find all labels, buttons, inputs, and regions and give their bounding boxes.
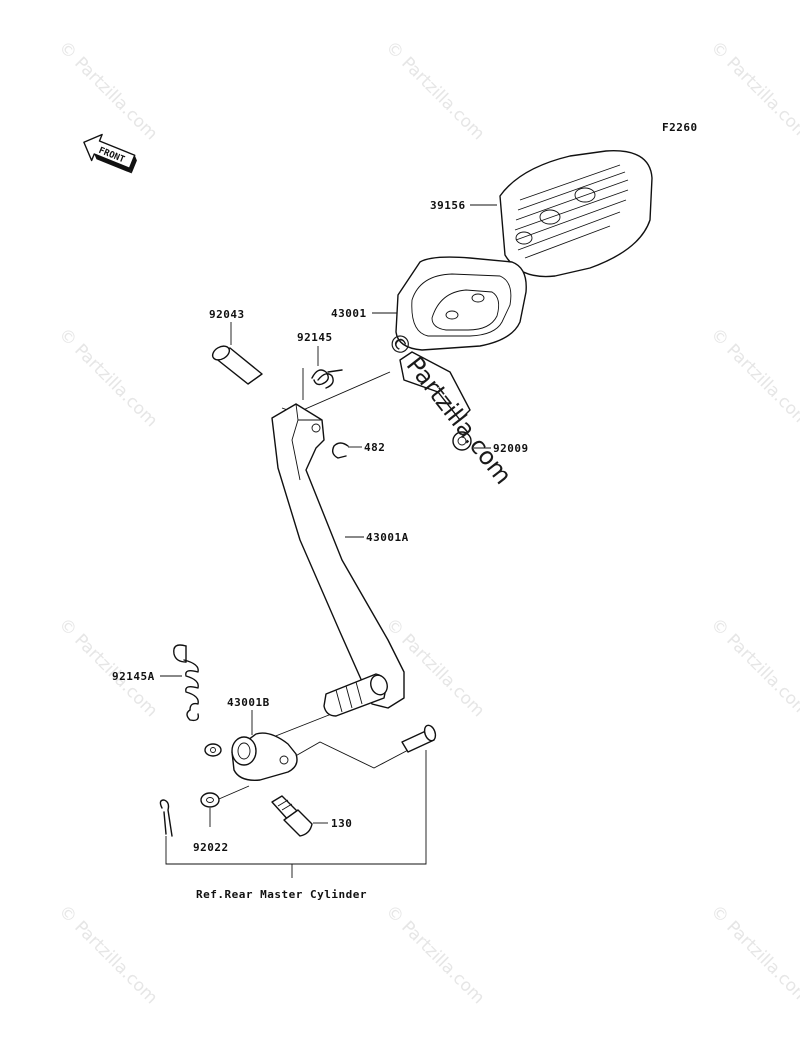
washer-92022 (200, 792, 220, 808)
watermark: © Partzilla.com (706, 614, 800, 721)
callout-43001: 43001 (331, 307, 367, 320)
callout-92145A: 92145A (112, 670, 155, 683)
lever-43001B (204, 732, 298, 781)
watermark: © Partzilla.com (706, 37, 800, 144)
watermark: © Partzilla.com (381, 37, 488, 144)
figure-code: F2260 (662, 121, 698, 134)
watermark: © Partzilla.com (706, 324, 800, 431)
clevis-pin (401, 724, 437, 753)
leader-lines (160, 204, 497, 878)
bolt-92009 (452, 431, 472, 451)
watermark: © Partzilla.com (54, 37, 161, 144)
watermark: © Partzilla.com (54, 614, 161, 721)
overlay-watermark: © Partzilla.com (381, 326, 517, 489)
spring-92145 (302, 368, 343, 400)
callout-130: 130 (331, 817, 352, 830)
watermark: © Partzilla.com (54, 324, 161, 431)
spring-92145A (173, 644, 200, 722)
callout-43001B: 43001B (227, 696, 270, 709)
watermark: © Partzilla.com (54, 901, 161, 1008)
callout-43001A: 43001A (366, 531, 409, 544)
callout-39156: 39156 (430, 199, 466, 212)
front-arrow-icon: FRONT (83, 133, 137, 174)
clip-482 (331, 442, 349, 459)
footpeg-rubber-39156 (499, 150, 653, 278)
callout-92043: 92043 (209, 308, 245, 321)
callout-482: 482 (364, 441, 385, 454)
watermark: © Partzilla.com (381, 901, 488, 1008)
reference-note: Ref.Rear Master Cylinder (196, 888, 367, 901)
pin-92043 (211, 345, 263, 385)
footpeg-holder-43001 (395, 256, 527, 421)
brake-pedal-arm-43001A (271, 403, 405, 717)
callout-92022: 92022 (193, 841, 229, 854)
callout-92009: 92009 (493, 442, 529, 455)
cotter-pin (159, 799, 173, 837)
bolt-130 (271, 795, 313, 837)
watermark: © Partzilla.com (706, 901, 800, 1008)
callout-92145: 92145 (297, 331, 333, 344)
